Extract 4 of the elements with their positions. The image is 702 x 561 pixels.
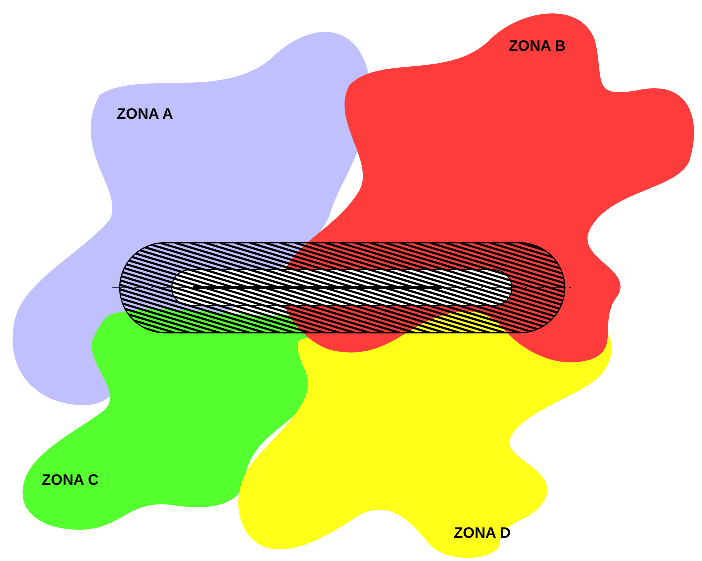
zone-label: ZONA A [117, 106, 174, 123]
zone-label: ZONA C [42, 472, 99, 489]
zone-label: ZONA B [509, 38, 566, 55]
zone-label: ZONA D [454, 525, 511, 542]
